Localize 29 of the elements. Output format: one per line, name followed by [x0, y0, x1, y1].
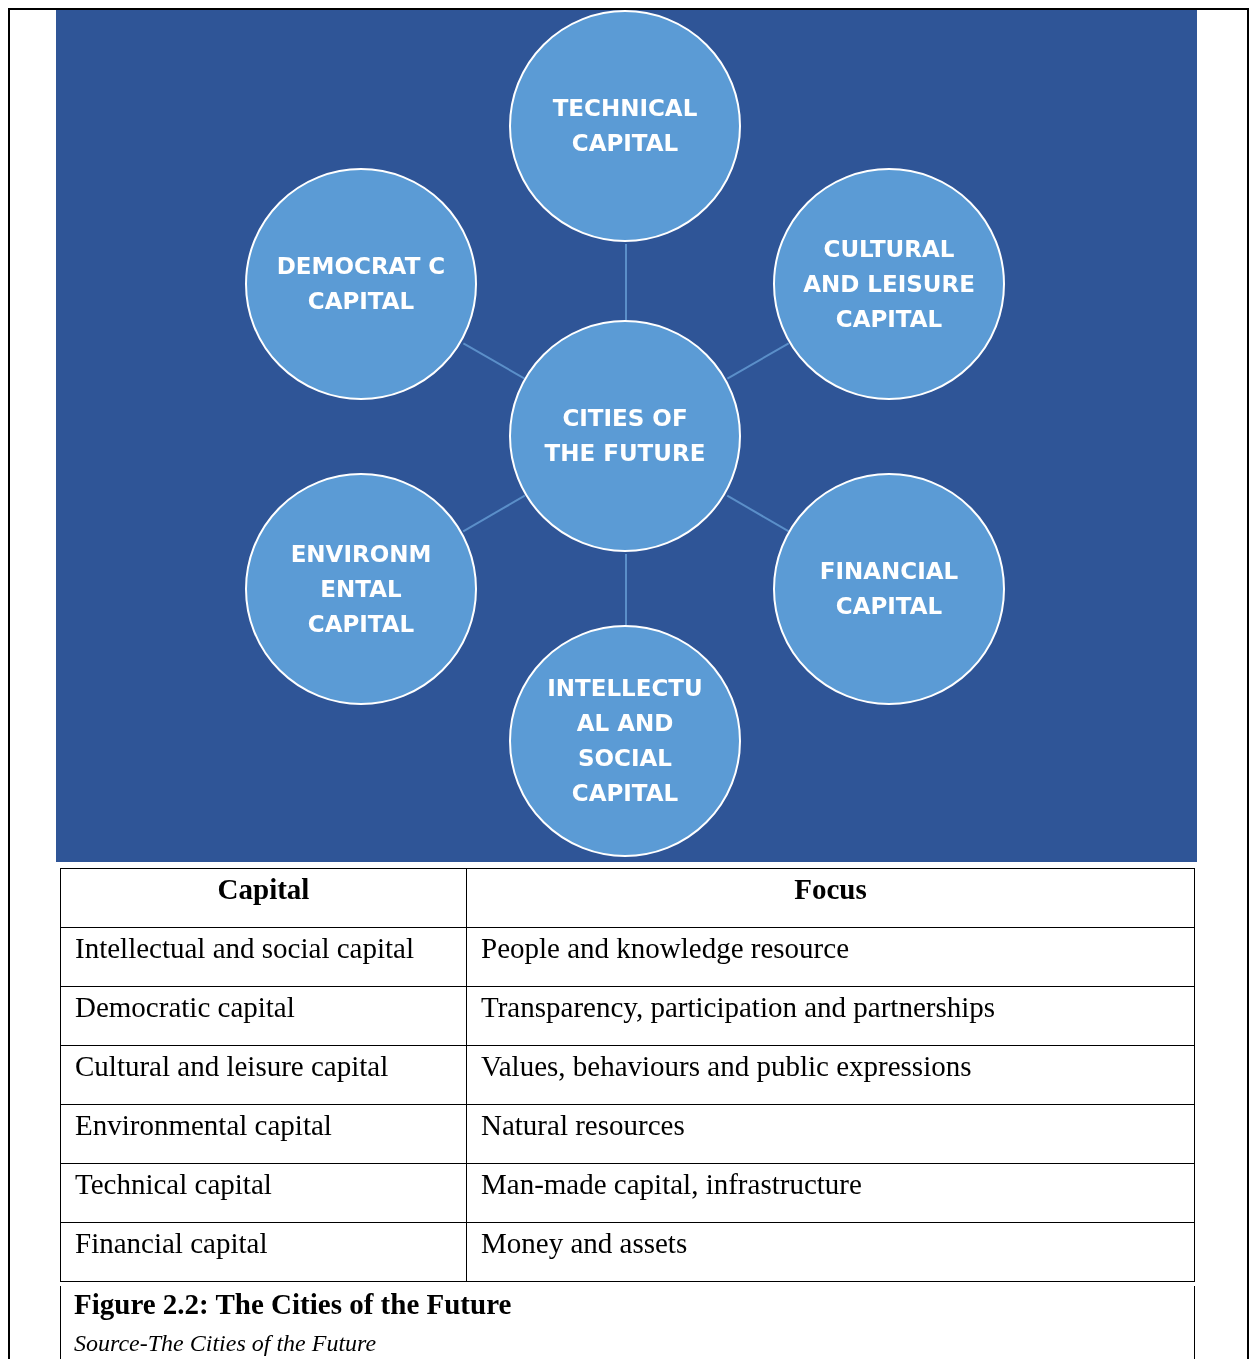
connector-line: [625, 553, 627, 626]
table-cell: Financial capital: [60, 1222, 467, 1282]
circle-label: FINANCIAL CAPITAL: [818, 557, 960, 621]
table-cell: Values, behaviours and public expressions: [466, 1045, 1195, 1105]
connector-line: [726, 494, 790, 533]
figure-caption: Figure 2.2: The Cities of the Future: [74, 1288, 512, 1321]
connector-line: [462, 342, 526, 380]
table-cell: People and knowledge resource: [466, 927, 1195, 987]
circle-label: TECHNICAL CAPITAL: [551, 94, 699, 158]
connector-line: [726, 342, 790, 380]
circle-label: INTELLECTU AL AND SOCIAL CAPITAL: [546, 674, 704, 808]
header-cell: Focus: [466, 868, 1195, 928]
header-cell: Capital: [60, 868, 467, 928]
circle-label: CITIES OF THE FUTURE: [543, 404, 707, 468]
circle-label: ENVIRONM ENTAL CAPITAL: [289, 539, 433, 639]
table-cell: Democratic capital: [60, 986, 467, 1046]
table-cell: Transparency, participation and partnerships: [466, 986, 1195, 1046]
connector-line: [625, 243, 627, 321]
table-cell: Man-made capital, infrastructure: [466, 1163, 1195, 1223]
connector-line: [462, 494, 526, 533]
circle-label: DEMOCRAT C CAPITAL: [275, 252, 447, 316]
table-cell: Natural resources: [466, 1104, 1195, 1164]
circle-label: CULTURAL AND LEISURE CAPITAL: [802, 234, 976, 334]
table-cell: Intellectual and social capital: [60, 927, 467, 987]
table-cell: Money and assets: [466, 1222, 1195, 1282]
table-cell: Technical capital: [60, 1163, 467, 1223]
source-note: Source-The Cities of the Future: [74, 1330, 377, 1357]
table-cell: Cultural and leisure capital: [60, 1045, 467, 1105]
table-cell: Environmental capital: [60, 1104, 467, 1164]
